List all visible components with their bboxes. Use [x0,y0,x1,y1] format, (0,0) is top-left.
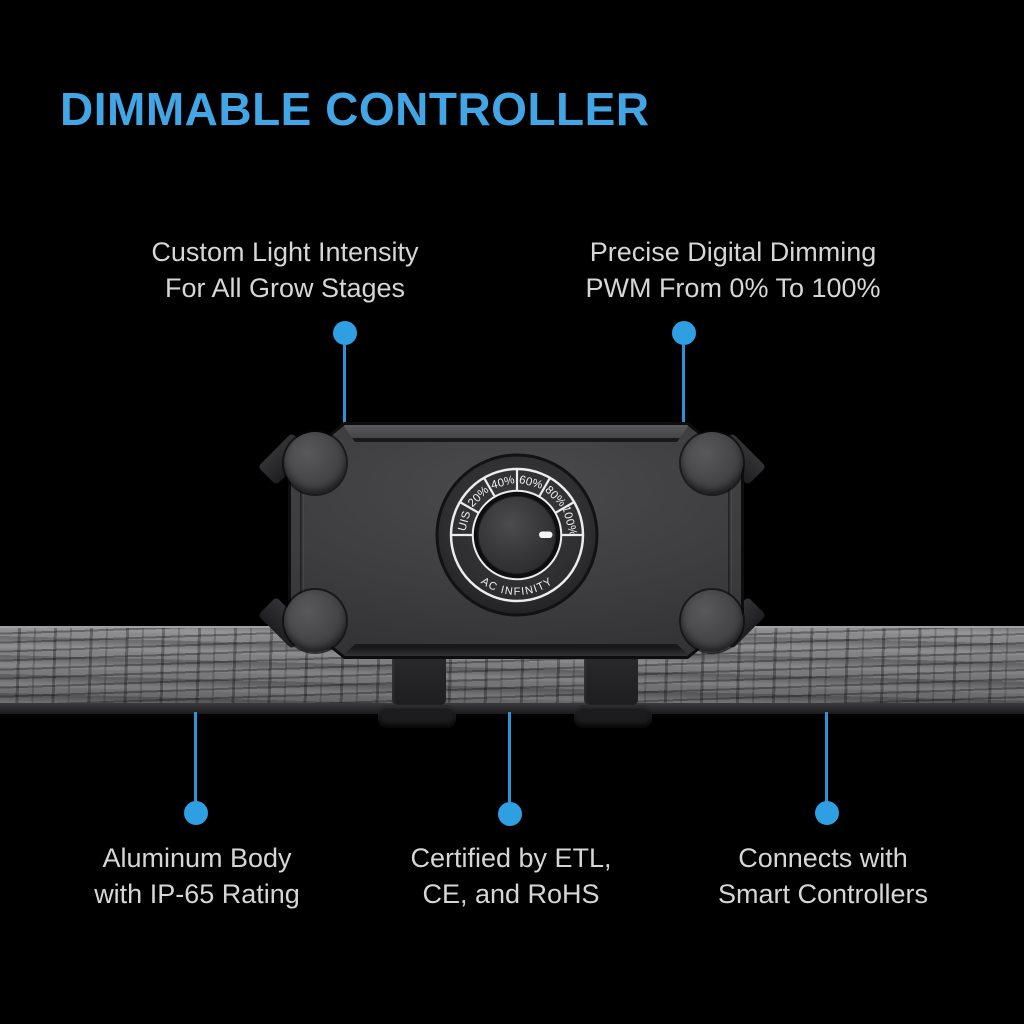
corner-bumper [284,590,346,652]
corner-bumper [681,432,743,494]
connector-dot [672,321,696,345]
callout-line: Smart Controllers [717,879,929,909]
connector-line [508,712,511,802]
dial-scale-label: UIS [456,510,473,533]
mount-clip-right [574,705,652,728]
dial-indicator [539,531,553,538]
connector-line [825,712,828,802]
corner-bumper [681,590,743,652]
callout-line: Certified by ETL, [410,843,612,873]
mount-clip-left [378,705,456,728]
callout-custom-light-intensity: Custom Light Intensity For All Grow Stag… [75,234,495,306]
connector-dot [815,801,839,825]
callout-line: Connects with [738,843,908,873]
connector-line [194,712,197,802]
callout-line: CE, and RoHS [422,879,600,909]
callout-aluminum-body: Aluminum Body with IP-65 Rating [0,840,407,912]
callout-line: Precise Digital Dimming [589,237,877,267]
dial-knob [478,496,556,574]
callout-smart-controllers: Connects with Smart Controllers [613,840,1024,912]
dial-scale-dividers [451,469,583,537]
knob-groove [473,491,561,579]
callout-line: Custom Light Intensity [151,237,419,267]
left-edge-crease [300,479,304,602]
connector-dot [333,321,357,345]
callout-line: Aluminum Body [102,843,292,873]
corner-bumper [284,432,346,494]
dial-ring-inner [471,489,563,581]
callout-certified: Certified by ETL, CE, and RoHS [301,840,721,912]
page-title: DIMMABLE CONTROLLER [60,83,650,135]
callout-line: with IP-65 Rating [94,879,300,909]
connector-line [343,344,346,423]
callout-line: For All Grow Stages [164,273,406,303]
top-edge-seam [343,425,689,442]
connector-line [682,344,685,423]
callout-precise-digital-dimming: Precise Digital Dimming PWM From 0% To 1… [523,234,943,306]
dimmer-dial: UIS 20% 40% 60% 80% 100% AC INFINITY [435,453,599,617]
callout-line: PWM From 0% To 100% [585,273,881,303]
bottom-edge-seam [343,644,689,656]
right-edge-crease [728,479,732,602]
light-bar-front-edge [0,703,1024,714]
connector-dot [184,801,208,825]
connector-dot [498,802,522,826]
